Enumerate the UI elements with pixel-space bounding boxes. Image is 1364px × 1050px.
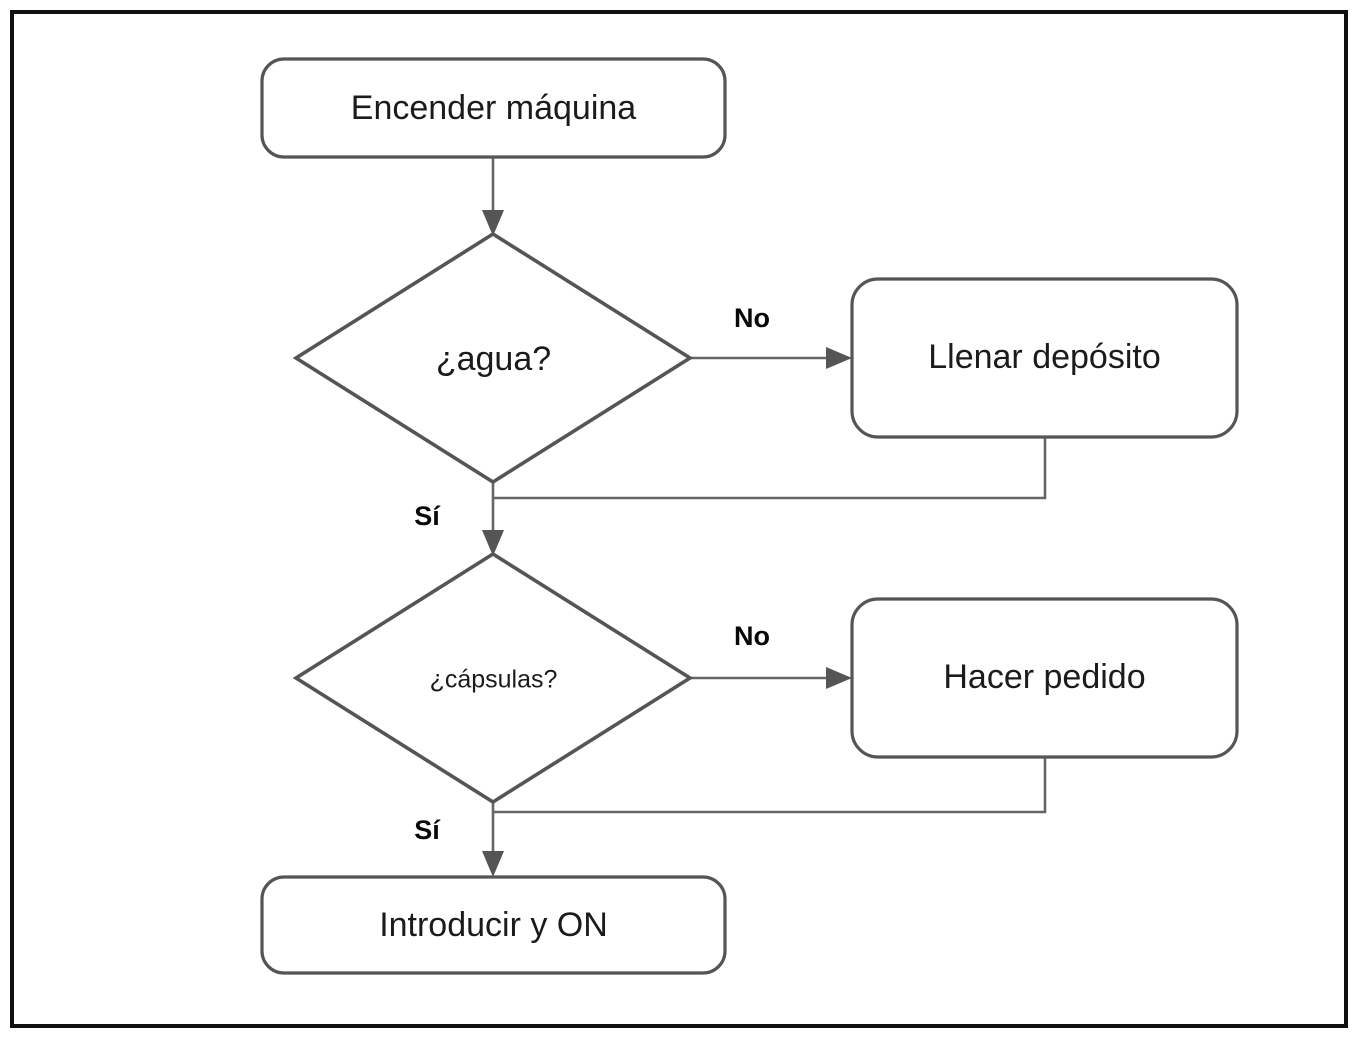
node-introducir-y-on[interactable]: Introducir y ON [260, 875, 727, 975]
edge-start-to-agua [482, 157, 504, 236]
edge-line-llenar-merge [493, 437, 1047, 500]
edge-label-no-agua: No [734, 303, 770, 333]
node-label-agua-decision: ¿agua? [436, 340, 551, 378]
edge-label-si-capsulas: Sí [414, 815, 441, 845]
node-shape-hacer-pedido [850, 597, 1239, 759]
node-shape-encender-maquina [260, 57, 727, 159]
edge-agua-to-capsulas [482, 482, 504, 556]
node-llenar-deposito[interactable]: Llenar depósito [850, 277, 1239, 439]
node-shape-capsulas-decision [292, 551, 694, 805]
arrowhead-capsulas-pedido [826, 667, 852, 689]
arrowhead-agua-capsulas [482, 530, 504, 556]
edge-capsulas-to-pedido [690, 667, 852, 689]
node-capsulas-decision[interactable]: ¿cápsulas? [292, 551, 694, 805]
edge-line-pedido-merge [493, 757, 1047, 814]
node-label-introducir-y-on: Introducir y ON [379, 906, 608, 944]
diagram-border-frame [10, 10, 1348, 1028]
edge-label-no-capsulas: No [734, 621, 770, 651]
node-label-llenar-deposito: Llenar depósito [928, 338, 1161, 376]
node-hacer-pedido[interactable]: Hacer pedido [850, 597, 1239, 759]
edge-capsulas-to-fin [482, 802, 504, 877]
edge-agua-to-llenar [690, 347, 852, 369]
edge-pedido-to-fin [493, 757, 1047, 814]
node-shape-llenar-deposito [850, 277, 1239, 439]
node-label-encender-maquina: Encender máquina [351, 89, 637, 127]
node-agua-decision[interactable]: ¿agua? [292, 231, 694, 485]
arrowhead-agua-llenar [826, 347, 852, 369]
node-label-capsulas-decision: ¿cápsulas? [430, 666, 558, 694]
arrowhead-capsulas-fin [482, 851, 504, 877]
arrowhead-start-agua [482, 210, 504, 236]
node-shape-introducir-y-on [260, 875, 727, 975]
node-label-hacer-pedido: Hacer pedido [943, 658, 1145, 696]
edge-llenar-to-capsulas [493, 437, 1047, 500]
node-encender-maquina[interactable]: Encender máquina [260, 57, 727, 159]
node-shape-agua-decision [292, 231, 694, 485]
edge-label-si-agua: Sí [414, 501, 441, 531]
